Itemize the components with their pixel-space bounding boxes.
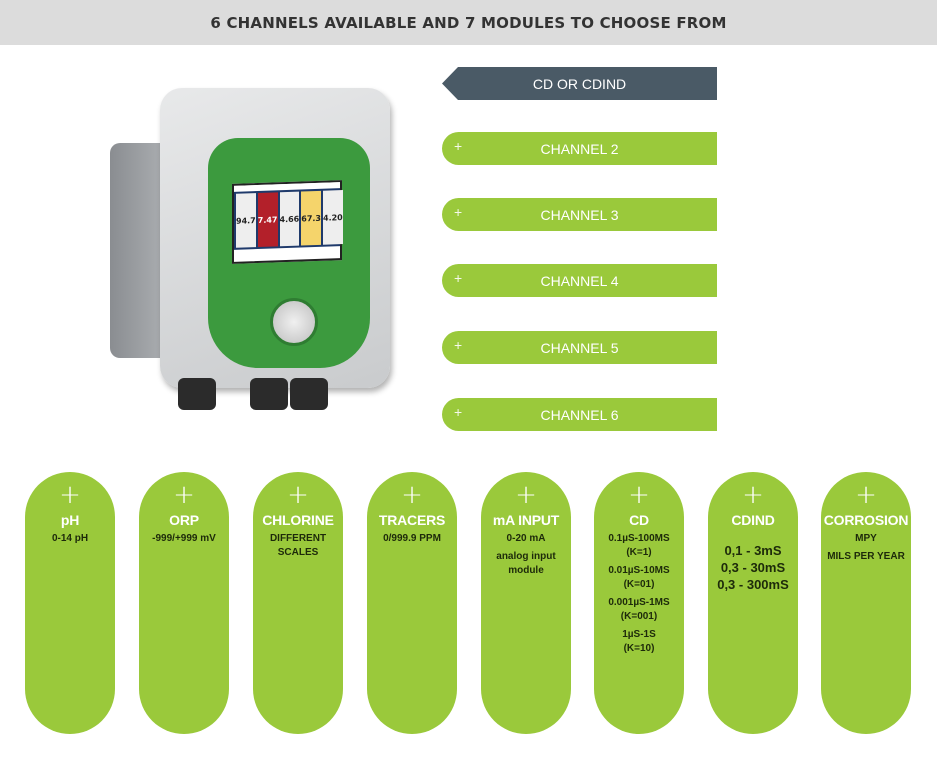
module-spec: 0.01µS-10MS (608, 565, 670, 576)
module-ph[interactable]: + pH 0-14 pH (25, 472, 115, 734)
screen-value: 4.66 (279, 191, 300, 247)
channel-label: CHANNEL 5 (540, 339, 619, 356)
module-spec: DIFFERENT (269, 533, 327, 544)
module-corrosion[interactable]: + CORROSION MPY MILS PER YEAR (821, 472, 911, 734)
module-title: pH (60, 512, 80, 528)
channel-1-active[interactable]: CD OR CDIND (442, 67, 717, 100)
plus-icon: + (515, 480, 537, 510)
controller-device-image: 94.7 7.47 4.66 67.3 4.20 (110, 88, 395, 418)
device-knob (270, 298, 318, 346)
module-spec: 0,1 - 3mS (724, 543, 782, 558)
plus-icon: + (855, 480, 877, 510)
module-spec: (K=1) (626, 547, 652, 558)
module-title: CD (629, 512, 649, 528)
module-title: ORP (169, 512, 199, 528)
module-spec: 0/999.9 PPM (383, 533, 441, 544)
module-title: CORROSION (823, 512, 909, 528)
plus-icon: + (287, 480, 309, 510)
plus-icon: + (173, 480, 195, 510)
channel-5-button[interactable]: + CHANNEL 5 (442, 331, 717, 364)
channel-label: CHANNEL 6 (540, 406, 619, 423)
module-spec: module (508, 565, 544, 576)
plus-icon: + (742, 480, 764, 510)
module-spec: -999/+999 mV (152, 533, 216, 544)
page-header: 6 CHANNELS AVAILABLE AND 7 MODULES TO CH… (0, 0, 937, 45)
module-spec: 0.001µS-1MS (608, 597, 670, 608)
plus-icon: + (401, 480, 423, 510)
module-spec: MILS PER YEAR (827, 551, 905, 562)
module-spec: (K=001) (620, 611, 658, 622)
module-spec: (K=01) (623, 579, 655, 590)
module-title: CDIND (731, 512, 775, 528)
module-cd[interactable]: + CD 0.1µS-100MS (K=1) 0.01µS-10MS (K=01) 0.0… (594, 472, 684, 734)
channel-4-button[interactable]: + CHANNEL 4 (442, 264, 717, 297)
channel-6-button[interactable]: + CHANNEL 6 (442, 398, 717, 431)
plus-icon: + (454, 270, 463, 286)
screen-value: 7.47 (257, 192, 278, 248)
channel-3-button[interactable]: + CHANNEL 3 (442, 198, 717, 231)
module-spec: 0-20 mA (506, 533, 546, 544)
module-title: mA INPUT (492, 512, 560, 528)
plus-icon: + (628, 480, 650, 510)
screen-value: 4.20 (323, 190, 343, 245)
module-spec: SCALES (277, 547, 319, 558)
cable-gland (178, 378, 216, 410)
screen-value: 67.3 (301, 190, 321, 246)
channel-label: CD OR CDIND (532, 75, 627, 92)
cable-gland (290, 378, 328, 410)
module-spec: (K=10) (623, 643, 655, 654)
channel-label: CHANNEL 4 (540, 272, 619, 289)
module-spec: analog input (496, 551, 556, 562)
cable-gland (250, 378, 288, 410)
header-title: 6 CHANNELS AVAILABLE AND 7 MODULES TO CH… (210, 13, 727, 32)
channel-label: CHANNEL 3 (540, 206, 619, 223)
module-title: TRACERS (378, 512, 446, 528)
module-spec: 0-14 pH (51, 533, 89, 544)
module-spec: 0,3 - 30mS (720, 560, 786, 575)
plus-icon: + (454, 204, 463, 220)
module-spec: 1µS-1S (622, 629, 656, 640)
module-ma-input[interactable]: + mA INPUT 0-20 mA analog input module (481, 472, 571, 734)
module-spec: MPY (855, 533, 877, 544)
device-screen: 94.7 7.47 4.66 67.3 4.20 (232, 180, 343, 264)
module-spec: 0.1µS-100MS (608, 533, 670, 544)
module-title: CHLORINE (262, 512, 334, 528)
module-chlorine[interactable]: + CHLORINE DIFFERENT SCALES (253, 472, 343, 734)
plus-icon: + (454, 404, 463, 420)
module-spec: 0,3 - 300mS (717, 577, 789, 592)
plus-icon: + (454, 138, 463, 154)
plus-icon: + (59, 480, 81, 510)
screen-value: 94.7 (236, 193, 256, 248)
channel-2-button[interactable]: + CHANNEL 2 (442, 132, 717, 165)
module-orp[interactable]: + ORP -999/+999 mV (139, 472, 229, 734)
module-cdind[interactable]: + CDIND 0,1 - 3mS 0,3 - 30mS 0,3 - 300mS (708, 472, 798, 734)
module-tracers[interactable]: + TRACERS 0/999.9 PPM (367, 472, 457, 734)
channel-label: CHANNEL 2 (540, 140, 619, 157)
plus-icon: + (454, 337, 463, 353)
